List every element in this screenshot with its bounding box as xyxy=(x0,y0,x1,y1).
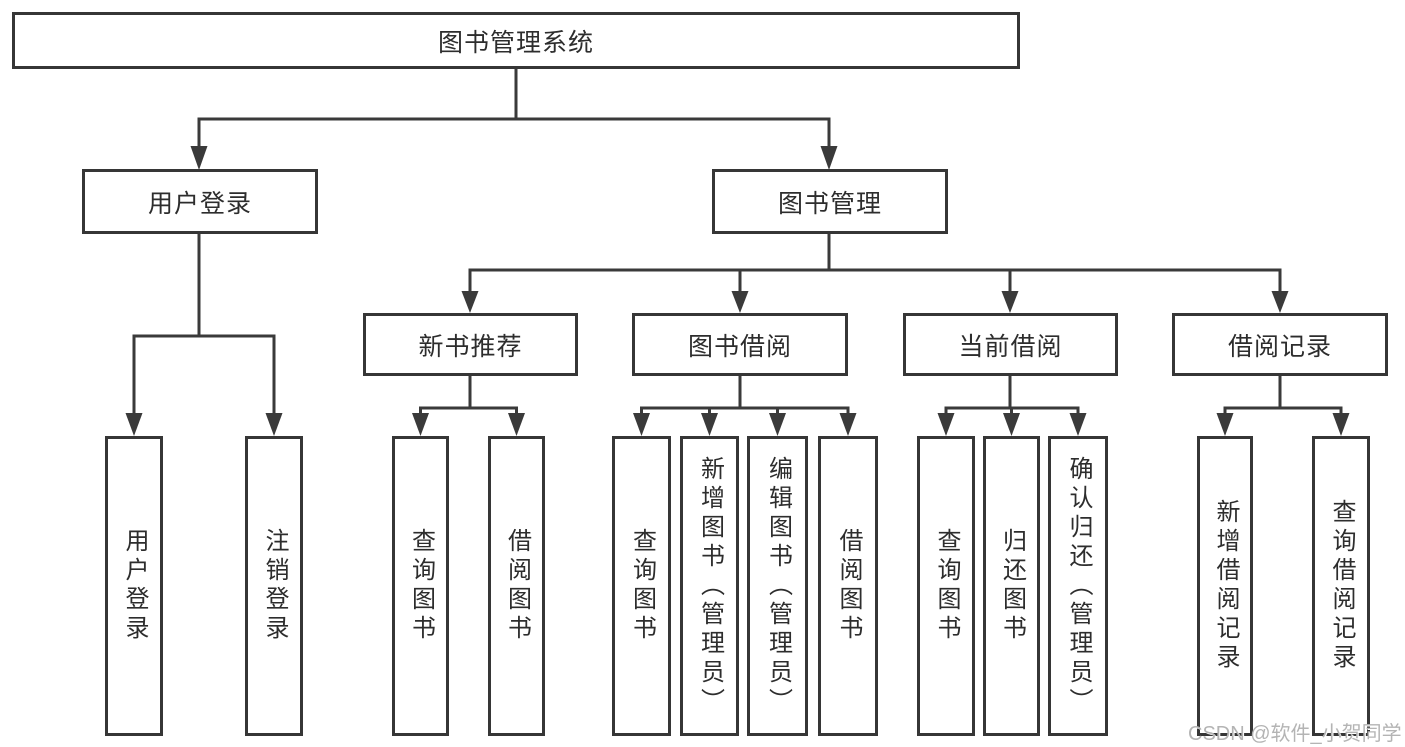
leaf-bb-edit-book-admin-label: 编辑图书（管理员） xyxy=(764,455,792,717)
arrowhead xyxy=(1216,413,1234,436)
arrowhead xyxy=(820,146,838,170)
leaf-user-login-label: 用户登录 xyxy=(121,528,148,644)
arrowhead xyxy=(937,413,955,436)
leaf-bb-borrow-books-label: 借阅图书 xyxy=(835,528,862,644)
arrowhead xyxy=(839,413,857,436)
leaf-cb-query-books: 查询图书 xyxy=(917,436,975,736)
arrowhead xyxy=(701,413,718,436)
leaf-user-login: 用户登录 xyxy=(105,436,163,736)
leaf-bb-add-book-admin: 新增图书（管理员） xyxy=(680,436,739,736)
leaf-nb-query-books-label: 查询图书 xyxy=(407,528,435,644)
leaf-cb-confirm-return-admin: 确认归还（管理员） xyxy=(1048,436,1108,736)
arrowhead xyxy=(1332,413,1350,436)
arrowhead xyxy=(461,291,479,313)
arrowhead xyxy=(1069,413,1087,436)
leaf-cb-return-books-label: 归还图书 xyxy=(998,528,1026,644)
leaf-logout-label: 注销登录 xyxy=(261,528,288,644)
leaf-br-query-record: 查询借阅记录 xyxy=(1312,436,1370,736)
leaf-br-add-record: 新增借阅记录 xyxy=(1197,436,1253,736)
leaf-logout: 注销登录 xyxy=(245,436,303,736)
connector-path xyxy=(132,66,1343,416)
node-book-management: 图书管理 xyxy=(712,169,948,234)
arrowhead xyxy=(412,413,429,436)
arrowhead xyxy=(1001,291,1019,313)
arrowhead xyxy=(190,146,208,170)
watermark: CSDN @软件_小贺同学 xyxy=(1188,723,1402,745)
leaf-bb-add-book-admin-label: 新增图书（管理员） xyxy=(696,455,724,717)
arrowhead xyxy=(633,413,650,436)
node-current-borrowing: 当前借阅 xyxy=(903,313,1118,376)
arrowhead xyxy=(769,413,786,436)
node-user-login: 用户登录 xyxy=(82,169,318,234)
leaf-br-query-record-label: 查询借阅记录 xyxy=(1328,499,1355,673)
leaf-cb-query-books-label: 查询图书 xyxy=(933,528,960,644)
arrowhead xyxy=(508,413,525,436)
leaf-nb-query-books: 查询图书 xyxy=(392,436,449,736)
node-root: 图书管理系统 xyxy=(12,12,1020,69)
leaf-cb-return-books: 归还图书 xyxy=(983,436,1040,736)
leaf-bb-query-books-label: 查询图书 xyxy=(628,528,656,644)
node-book-borrowing: 图书借阅 xyxy=(632,313,848,376)
arrowhead xyxy=(731,291,749,313)
leaf-bb-borrow-books: 借阅图书 xyxy=(818,436,878,736)
arrowhead xyxy=(1003,413,1020,436)
leaf-nb-borrow-books-label: 借阅图书 xyxy=(503,528,531,644)
arrowhead xyxy=(265,413,283,436)
leaf-bb-query-books: 查询图书 xyxy=(612,436,671,736)
arrowhead xyxy=(1271,291,1289,313)
node-borrowing-records: 借阅记录 xyxy=(1172,313,1388,376)
leaf-br-add-record-label: 新增借阅记录 xyxy=(1212,499,1239,673)
arrowhead xyxy=(125,413,143,436)
leaf-cb-confirm-return-admin-label: 确认归还（管理员） xyxy=(1065,455,1092,717)
node-new-book-recommend: 新书推荐 xyxy=(363,313,578,376)
leaf-bb-edit-book-admin: 编辑图书（管理员） xyxy=(747,436,808,736)
leaf-nb-borrow-books: 借阅图书 xyxy=(488,436,545,736)
